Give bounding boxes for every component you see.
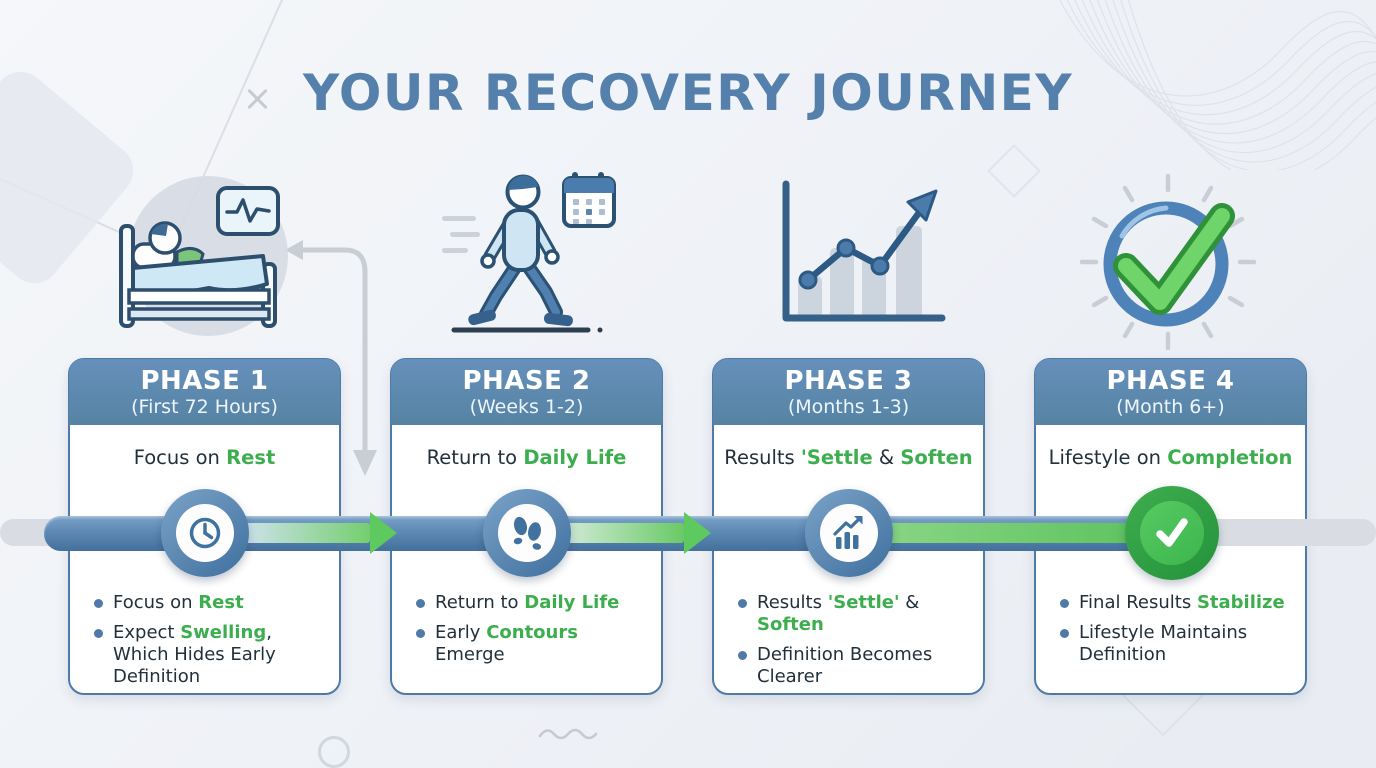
phase-bullet-list: Focus on Rest Expect Swelling, Which Hid… [70, 592, 339, 696]
timeline-node-phase-4 [1125, 486, 1219, 580]
phase-name: PHASE 4 [1106, 366, 1235, 396]
timeline-arrow-1-head [370, 512, 397, 554]
bullet-dot-icon [94, 599, 103, 608]
bullet-dot-icon [738, 650, 747, 660]
wave-lines [1059, 0, 1376, 170]
phase-bullet-list: Final Results Stabilize Lifestyle Mainta… [1036, 592, 1305, 674]
bullet-dot-icon [416, 599, 425, 608]
clock-icon [189, 517, 221, 549]
phase-timeframe: (First 72 Hours) [131, 395, 278, 418]
squiggle [538, 728, 598, 740]
bullet-dot-icon [1060, 599, 1069, 608]
bullet-dot-icon [416, 628, 425, 638]
phase-bullet-list: Return to Daily Life Early Contours Emer… [392, 592, 661, 674]
page-title: YOUR RECOVERY JOURNEY [302, 64, 1074, 122]
phase-2-header: PHASE 2 (Weeks 1-2) [391, 359, 662, 425]
timeline-arrow-1 [242, 523, 370, 543]
phase-timeframe: (Weeks 1-2) [469, 395, 584, 418]
patient-resting-in-bed-icon [119, 176, 288, 336]
success-checkmark-icon [1080, 173, 1257, 350]
phase-focus-line: Results 'Settle & Soften [724, 446, 973, 469]
bullet-item: Return to Daily Life [416, 592, 651, 614]
phase-timeframe: (Month 6+) [1116, 395, 1225, 418]
phase-name: PHASE 1 [140, 366, 269, 396]
phase-focus-line: Focus on Rest [133, 446, 276, 469]
bullet-text: Definition Becomes Clearer [757, 643, 933, 687]
bullet-text: Early Contours Emerge [435, 621, 578, 665]
timeline-node-phase-2 [483, 489, 571, 577]
rising-bar-chart-icon [833, 516, 863, 549]
phase-focus-line: Return to Daily Life [426, 446, 627, 469]
phase-3-header: PHASE 3 (Months 1-3) [713, 359, 984, 425]
phase-name: PHASE 2 [462, 366, 591, 396]
bullet-item: Lifestyle Maintains Definition [1060, 622, 1295, 666]
timeline-arrow-2 [568, 523, 684, 543]
phase-focus-line: Lifestyle on Completion [1048, 446, 1293, 469]
diamond-outline-small [987, 144, 1041, 198]
bullet-dot-icon [94, 628, 103, 638]
bullet-text: Lifestyle Maintains Definition [1079, 621, 1248, 665]
curved-arrow-icon [285, 240, 377, 476]
bullet-item: Early Contours Emerge [416, 622, 651, 666]
phase-timeframe: (Months 1-3) [787, 395, 910, 418]
phase-4-header: PHASE 4 (Month 6+) [1035, 359, 1306, 425]
checkmark-icon [1156, 518, 1188, 547]
walking-person-with-calendar-icon [442, 172, 616, 333]
bullet-item: Final Results Stabilize [1060, 592, 1295, 614]
bullet-dot-icon [738, 599, 747, 608]
bullet-text: Expect Swelling, Which Hides Early Defin… [113, 621, 276, 687]
phase-name: PHASE 3 [784, 366, 913, 396]
timeline-arrow-2-head [684, 512, 711, 554]
phase-4-card: PHASE 4 (Month 6+) Lifestyle on Completi… [1034, 358, 1307, 695]
timeline-node-phase-3 [805, 489, 893, 577]
circle-outline [318, 736, 350, 768]
timeline-node-inner [1140, 501, 1204, 565]
bullet-item: Expect Swelling, Which Hides Early Defin… [94, 622, 329, 688]
timeline-node-inner [820, 504, 878, 562]
phase-1-header: PHASE 1 (First 72 Hours) [69, 359, 340, 425]
bullet-item: Results 'Settle' & Soften [738, 592, 973, 636]
timeline-node-inner [498, 504, 556, 562]
timeline-node-phase-1 [161, 489, 249, 577]
bullet-text: Final Results Stabilize [1079, 592, 1285, 613]
bullet-item: Focus on Rest [94, 592, 329, 614]
bullet-text: Results 'Settle' & Soften [757, 592, 920, 635]
bullet-item: Definition Becomes Clearer [738, 644, 973, 688]
bullet-text: Focus on Rest [113, 592, 244, 613]
bullet-text: Return to Daily Life [435, 592, 620, 613]
footprints-icon [513, 516, 542, 550]
bullet-dot-icon [1060, 628, 1069, 638]
timeline-node-inner [176, 504, 234, 562]
timeline-green-segment [855, 523, 1175, 543]
growth-chart-icon [782, 180, 946, 322]
phase-bullet-list: Results 'Settle' & Soften Definition Bec… [714, 592, 983, 696]
